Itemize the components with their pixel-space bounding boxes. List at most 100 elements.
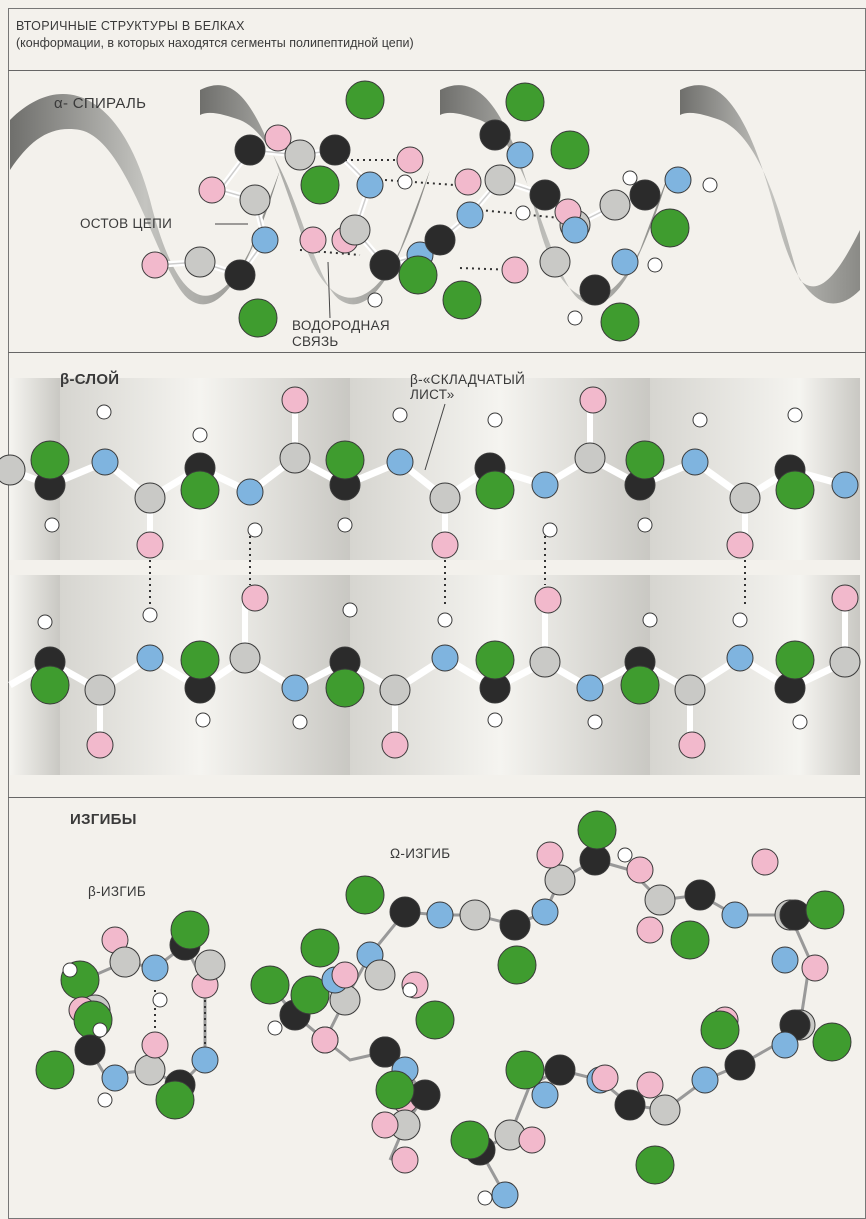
alpha-carbon-atom — [684, 879, 716, 911]
carbon-atom — [429, 482, 461, 514]
carbon-atom — [644, 884, 676, 916]
hydrogen-atom — [37, 614, 53, 630]
figure-header: ВТОРИЧНЫЕ СТРУКТУРЫ В БЕЛКАХ (конформаци… — [16, 18, 856, 52]
side-chain — [625, 440, 665, 480]
side-chain — [475, 470, 515, 510]
nitrogen-atom — [664, 166, 692, 194]
nitrogen-atom — [531, 471, 559, 499]
side-chain — [812, 1022, 852, 1062]
nitrogen-atom — [141, 954, 169, 982]
oxygen-atom — [381, 731, 409, 759]
oxygen-atom — [678, 731, 706, 759]
nitrogen-atom — [691, 1066, 719, 1094]
carbon-atom — [544, 864, 576, 896]
hydrogen-atom — [637, 517, 653, 533]
hydrogen-atom — [367, 292, 383, 308]
side-chain — [505, 1050, 545, 1090]
hydrogen-atom — [392, 407, 408, 423]
hydrogen-atom — [142, 607, 158, 623]
side-chain — [775, 470, 815, 510]
carbon-atom — [484, 164, 516, 196]
nitrogen-atom — [771, 946, 799, 974]
side-chain — [180, 470, 220, 510]
hydrogen-atom — [62, 962, 78, 978]
hbond-label-1: ВОДОРОДНАЯ — [292, 318, 390, 333]
nitrogen-atom — [136, 644, 164, 672]
nitrogen-atom — [831, 471, 859, 499]
nitrogen-atom — [356, 171, 384, 199]
oxygen-atom — [579, 386, 607, 414]
oxygen-atom — [391, 1146, 419, 1174]
alpha-carbon-atom — [724, 1049, 756, 1081]
side-chain — [345, 875, 385, 915]
hydrogen-atom — [617, 847, 633, 863]
side-chain — [700, 1010, 740, 1050]
hbond-label-2: СВЯЗЬ — [292, 334, 339, 349]
side-chain — [180, 640, 220, 680]
omega-turn-label: Ω-ИЗГИБ — [390, 846, 451, 861]
turns-title: ИЗГИБЫ — [70, 811, 137, 828]
carbon-atom — [364, 959, 396, 991]
side-chain — [442, 280, 482, 320]
beta-turn-label: β-ИЗГИБ — [88, 884, 147, 899]
oxygen-atom — [534, 586, 562, 614]
alpha-carbon-atom — [409, 1079, 441, 1111]
side-chain — [35, 1050, 75, 1090]
figure-title: ВТОРИЧНЫЕ СТРУКТУРЫ В БЕЛКАХ — [16, 19, 245, 33]
carbon-atom — [0, 454, 26, 486]
nitrogen-atom — [771, 1031, 799, 1059]
hydrogen-atom — [44, 517, 60, 533]
nitrogen-atom — [91, 448, 119, 476]
side-chain — [345, 80, 385, 120]
hydrogen-atom — [477, 1190, 493, 1206]
alpha-carbon-atom — [529, 179, 561, 211]
oxygen-atom — [454, 168, 482, 196]
oxygen-atom — [536, 841, 564, 869]
side-chain — [30, 665, 70, 705]
oxygen-atom — [141, 251, 169, 279]
figure-subtitle: (конформации, в которых находятся сегмен… — [16, 36, 414, 50]
nitrogen-atom — [726, 644, 754, 672]
side-chain — [290, 975, 330, 1015]
nitrogen-atom — [611, 248, 639, 276]
beta-title: β-СЛОЙ — [60, 371, 120, 388]
carbon-atom — [379, 674, 411, 706]
side-chain — [325, 668, 365, 708]
oxygen-atom — [431, 531, 459, 559]
carbon-atom — [134, 482, 166, 514]
nitrogen-atom — [491, 1181, 519, 1209]
oxygen-atom — [371, 1111, 399, 1139]
nitrogen-atom — [721, 901, 749, 929]
alpha-carbon-atom — [389, 896, 421, 928]
carbon-atom — [339, 214, 371, 246]
oxygen-atom — [636, 916, 664, 944]
carbon-atom — [194, 949, 226, 981]
oxygen-atom — [141, 1031, 169, 1059]
nitrogen-atom — [236, 478, 264, 506]
side-chain — [635, 1145, 675, 1185]
beta-sheet-panels — [10, 378, 860, 775]
carbon-atom — [109, 946, 141, 978]
alpha-carbon-atom — [234, 134, 266, 166]
alpha-carbon-atom — [629, 179, 661, 211]
carbon-atom — [729, 482, 761, 514]
divider-alpha — [8, 352, 866, 353]
side-chain — [577, 810, 617, 850]
backbone-label: ОСТОВ ЦЕПИ — [80, 216, 173, 231]
atoms — [0, 80, 861, 1209]
hydrogen-atom — [732, 612, 748, 628]
carbon-atom — [279, 442, 311, 474]
side-chain — [398, 255, 438, 295]
beta-hbonds — [149, 530, 746, 605]
oxygen-atom — [241, 584, 269, 612]
oxygen-atom — [518, 1126, 546, 1154]
carbon-atom — [239, 184, 271, 216]
side-chain — [450, 1120, 490, 1160]
hydrogen-atom — [97, 1092, 113, 1108]
alpha-carbon-atom — [424, 224, 456, 256]
nitrogen-atom — [431, 644, 459, 672]
hydrogen-atom — [247, 522, 263, 538]
carbon-atom — [574, 442, 606, 474]
alpha-title: α- СПИРАЛЬ — [54, 95, 147, 112]
